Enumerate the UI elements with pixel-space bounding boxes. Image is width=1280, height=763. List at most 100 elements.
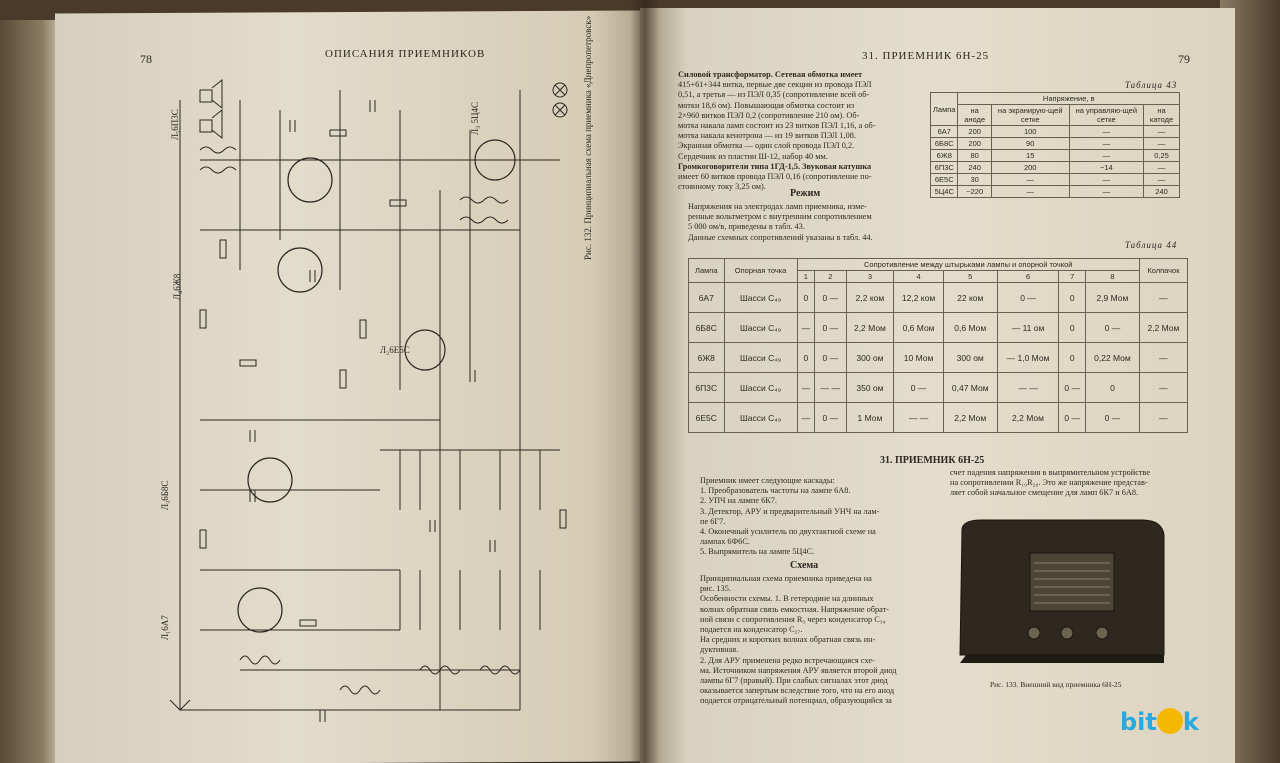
table43-cell: —	[1143, 173, 1180, 186]
table43-header: на аноде	[957, 104, 992, 126]
table44-cell: 300 ом	[942, 342, 998, 373]
table44-cell: 0 —	[814, 312, 847, 343]
table44-cell: 0 —	[1058, 372, 1087, 403]
table43-cell: 6А7	[929, 125, 959, 138]
table43-cell: —	[1068, 185, 1145, 198]
tube-label-6p3s: Л₅6П3С	[170, 109, 180, 140]
table44-cell: Шасси C₄₉	[723, 312, 798, 343]
table43-cell: 6П3С	[929, 161, 959, 174]
table44-cell: 0 —	[1058, 402, 1087, 433]
table43-cell: ~220	[957, 185, 992, 198]
table44-cell: 0	[796, 342, 816, 373]
table44-cell: —	[796, 312, 816, 343]
table43-cell: 100	[990, 125, 1070, 138]
table44-cell: 2,2 Мом	[1138, 312, 1189, 343]
book-cover-left	[0, 20, 60, 763]
table44-cell: 0 —	[814, 342, 847, 373]
table44-cell: 6П3С	[688, 372, 725, 403]
table44-col-ref: Опорная точка	[723, 258, 798, 283]
tube-label-5c4s: Л₃ 5Ц4С	[470, 102, 480, 135]
table43-cell: —	[1068, 137, 1145, 150]
table44-cell: 2,2 Мом	[942, 402, 998, 433]
table44-cell: Шасси C₄₉	[723, 342, 798, 373]
table44-pin-header: 4	[893, 270, 944, 283]
table43-header: на управляю-щей сетке	[1068, 104, 1145, 126]
table44-cell: 0 —	[814, 282, 847, 313]
table44-cell: 2,9 Мом	[1085, 282, 1140, 313]
table43-header: Лампа	[929, 92, 959, 126]
stages-paragraph: Приемник имеет следующие каскады: 1. Пре…	[700, 476, 880, 557]
table43-header: на экранирую-щей сетке	[990, 104, 1070, 126]
table44-cell: 6Е5С	[688, 402, 725, 433]
table43-cell: 30	[957, 173, 992, 186]
table43-cell: —	[1143, 125, 1180, 138]
table44-pin-header: 2	[814, 270, 847, 283]
table44-cell: 6А7	[688, 282, 725, 313]
table-44: Лампа Опорная точка Сопротивление между …	[688, 258, 1189, 433]
table44-cell: —	[1138, 372, 1189, 403]
table43-cell: 15	[990, 149, 1070, 162]
section-heading: 31. ПРИЕМНИК 6Н-25	[880, 455, 985, 466]
right-figure-caption: Рис. 133. Внешний вид приемника 6Н-25	[990, 680, 1122, 689]
logo-text-b: k	[1182, 708, 1199, 736]
table44-super-header: Сопротивление между штырьками лампы и оп…	[796, 258, 1140, 271]
table43-cell: —	[990, 185, 1070, 198]
table44-pin-header: 1	[796, 270, 816, 283]
table44-cell: 0 —	[996, 282, 1060, 313]
table43-cell: —	[1143, 161, 1180, 174]
table43-cell: 80	[957, 149, 992, 162]
table44-cell: 0	[1058, 342, 1087, 373]
table44-cell: — —	[996, 372, 1060, 403]
table43-caption: Таблица 43	[1125, 80, 1178, 90]
table-43: Лампа Напряжение, в на аноде на экраниру…	[929, 92, 1180, 198]
tube-label-6b8s: Л₃6Б8С	[160, 480, 170, 510]
table43-cell: 6Ж8	[929, 149, 959, 162]
logo-o-icon	[1156, 708, 1183, 734]
table44-cell: —	[1138, 282, 1189, 313]
table44-cell: 12,2 ком	[893, 282, 944, 313]
tube-label-6e5s: Л₂6Е5С	[380, 345, 410, 355]
table44-cell: 0,47 Мом	[942, 372, 998, 403]
table44-cell: 350 ом	[845, 372, 895, 403]
right-page-number: 79	[1178, 52, 1190, 66]
table44-cell: 0 —	[1085, 312, 1140, 343]
schema-heading: Схема	[790, 560, 819, 571]
left-page-header: ОПИСАНИЯ ПРИЕМНИКОВ	[325, 48, 486, 60]
table44-cell: 300 ом	[845, 342, 895, 373]
table44-pin-header: 5	[942, 270, 998, 283]
table44-cell: 6Ж8	[688, 342, 725, 373]
table44-cell: 0	[1058, 282, 1087, 313]
table44-cell: 22 ком	[942, 282, 998, 313]
table43-cell: 240	[957, 161, 992, 174]
circuit-schematic	[169, 78, 568, 722]
table43-cell: 200	[957, 125, 992, 138]
table44-cell: 1 Мом	[845, 402, 895, 433]
table44-cell: 0,6 Мом	[942, 312, 998, 343]
left-page-number: 78	[140, 52, 152, 66]
table43-cell: —	[990, 173, 1070, 186]
tube-label-6a7: Л₁6А7	[160, 615, 170, 640]
tube-label-6zh8: Л₄6Ж8	[172, 273, 182, 300]
table44-cell: —	[1138, 342, 1189, 373]
table44-cell: 2,2 ком	[845, 282, 895, 313]
table44-pin-header: 8	[1085, 270, 1140, 283]
table43-cell: 240	[1143, 185, 1180, 198]
right-page-header: 31. ПРИЕМНИК 6Н-25	[862, 50, 990, 62]
mode-heading: Режим	[790, 188, 821, 199]
table44-cell: —	[796, 402, 816, 433]
table44-cell: 2,2 Мом	[845, 312, 895, 343]
radio-illustration	[959, 519, 1165, 663]
table43-cell: 200	[957, 137, 992, 150]
table43-cell: —	[1143, 137, 1180, 150]
transformer-paragraph: Силовой трансформатор. Сетевая обмотка и…	[678, 70, 876, 192]
table44-col-cap: Колпачок	[1138, 258, 1189, 283]
table44-cell: 0	[1085, 372, 1140, 403]
book-gutter	[630, 0, 660, 763]
